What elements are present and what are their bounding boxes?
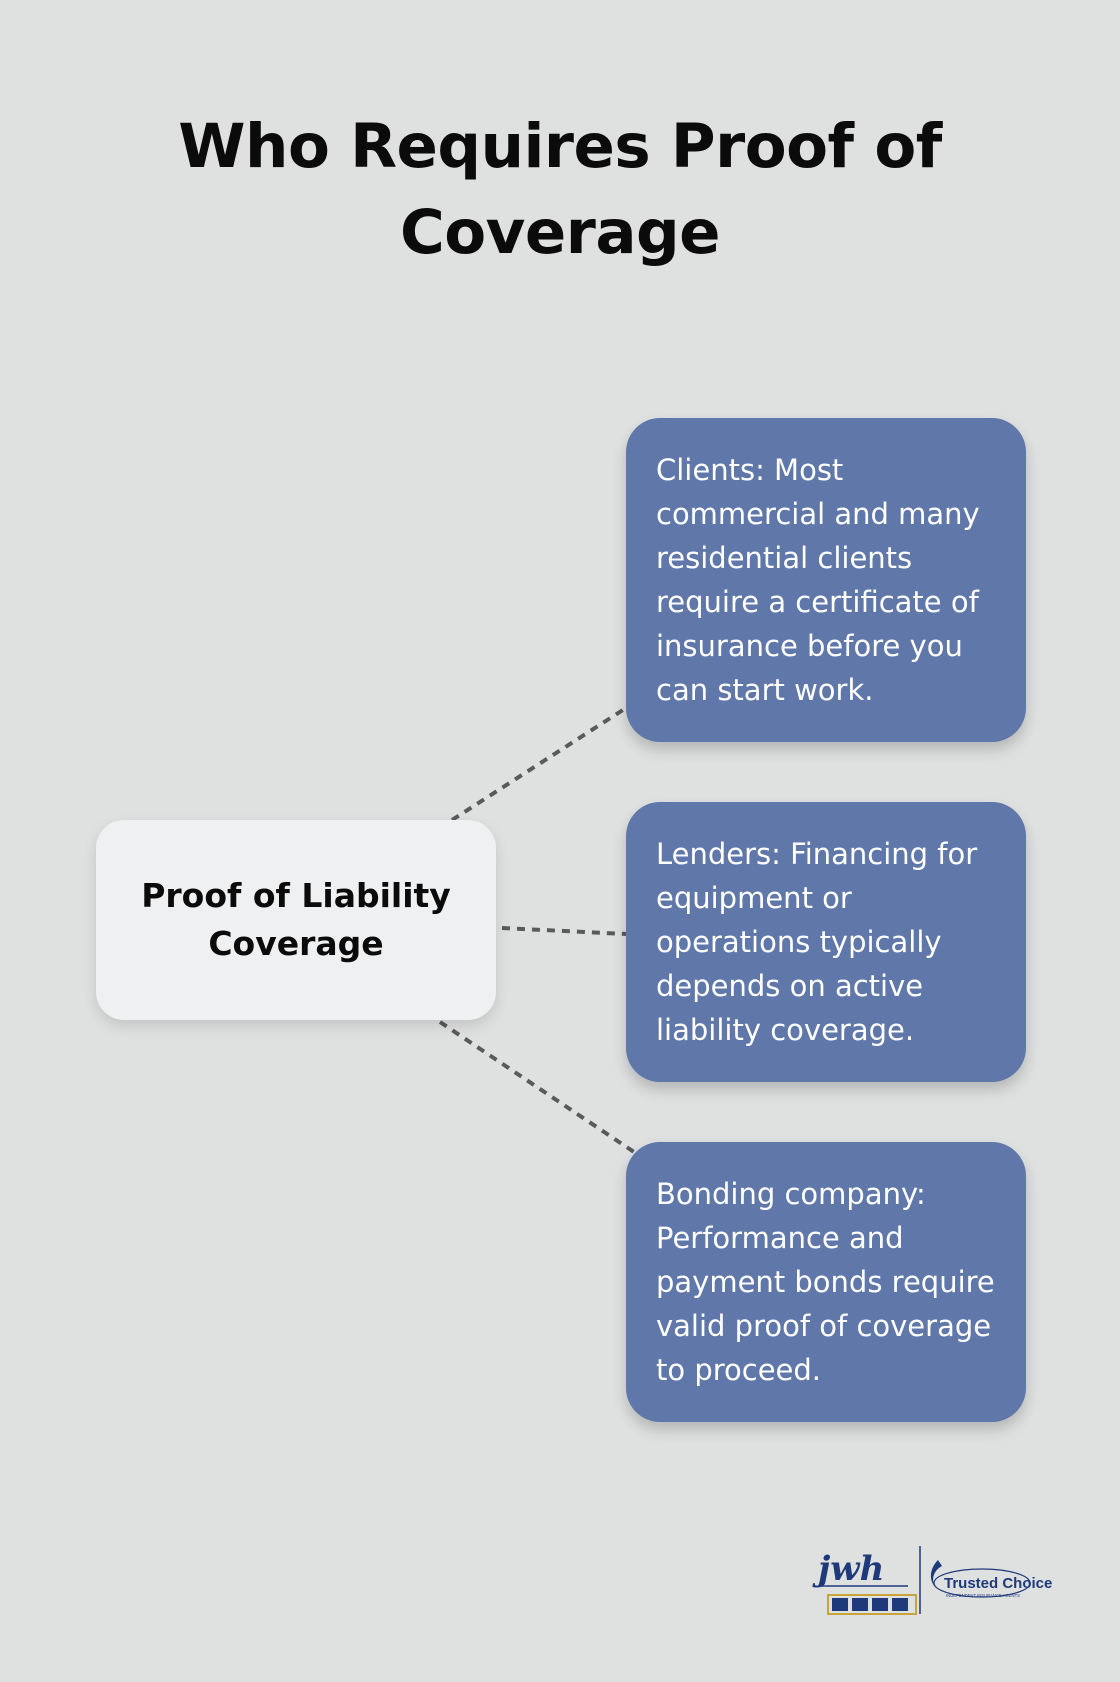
connector-bonding	[438, 1020, 636, 1154]
page-title: Who Requires Proof of Coverage	[178, 111, 942, 268]
card-clients: Clients: Most commercial and many reside…	[626, 418, 1026, 742]
connector-lenders	[501, 926, 627, 936]
trusted-choice-text: Trusted Choice	[944, 1575, 1052, 1592]
card-lenders-text: Lenders: Financing for equipment or oper…	[656, 837, 978, 1047]
trusted-choice-logo: Trusted Choice INDEPENDENT INSURANCE AGE…	[930, 1560, 1052, 1598]
center-node: Proof of Liability Coverage	[96, 820, 496, 1020]
card-lenders: Lenders: Financing for equipment or oper…	[626, 802, 1026, 1082]
trusted-choice-subtext: INDEPENDENT INSURANCE AGENTS	[946, 1593, 1020, 1598]
jwh-logo: jwh	[812, 1549, 917, 1615]
card-bonding-company-text: Bonding company: Performance and payment…	[656, 1177, 995, 1387]
card-clients-text: Clients: Most commercial and many reside…	[656, 453, 980, 707]
connector-clients	[450, 706, 628, 822]
footer-logos: jwh Trusted Choice INDEPENDENT INSURANCE…	[812, 1540, 1062, 1620]
jwh-logo-text: jwh	[812, 1549, 884, 1589]
card-bonding-company: Bonding company: Performance and payment…	[626, 1142, 1026, 1422]
logo-group: jwh Trusted Choice INDEPENDENT INSURANCE…	[812, 1546, 1052, 1615]
eagle-icon	[930, 1560, 942, 1588]
center-node-label: Proof of Liability Coverage	[141, 876, 451, 963]
